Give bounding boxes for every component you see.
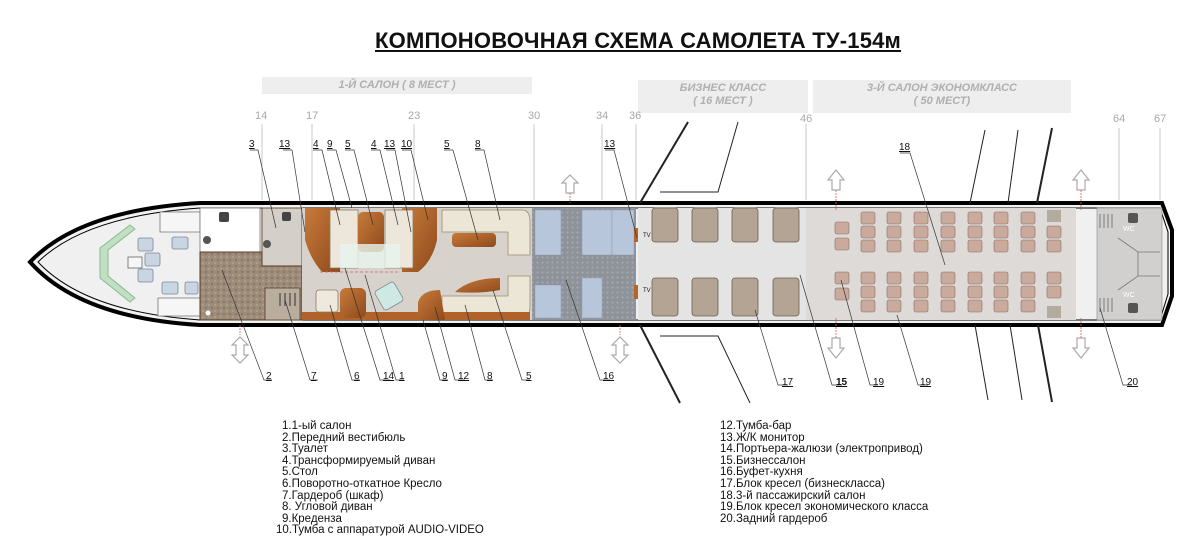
callout-13: 13 — [384, 139, 396, 150]
legend-item: 1.1-ый салон — [282, 420, 352, 432]
callout-6: 6 — [354, 371, 360, 382]
legend-item: 8. Угловой диван — [282, 501, 373, 514]
legend-item: 5.Стол — [282, 466, 318, 479]
callout-18: 18 — [899, 142, 911, 153]
callout-13: 13 — [604, 139, 616, 150]
callout-5: 5 — [345, 139, 351, 150]
legend-item: 18.3-й пассажирский салон — [720, 489, 866, 502]
callout-12: 12 — [458, 371, 470, 382]
legend-item: 15.Бизнессалон — [720, 454, 806, 467]
legend-item: 9.Креденза — [282, 512, 342, 525]
frame-label: 23 — [408, 110, 421, 122]
frame-label: 30 — [528, 110, 541, 122]
legend-item: 20.Задний гардероб — [720, 512, 828, 525]
legend-item: 19.Блок кресел экономического класса — [720, 501, 929, 514]
callout-17: 17 — [782, 377, 794, 388]
legend-item: 4.Трансформируемый диван — [282, 454, 436, 467]
legend-item: 12.Тумба-бар — [720, 420, 792, 432]
callout-16: 16 — [603, 371, 615, 382]
zone-salon1-label: 1-Й САЛОН ( 8 МЕСТ ) — [338, 79, 456, 91]
zone-economy-line2: ( 50 МЕСТ) — [913, 95, 971, 107]
legend-item: 16.Буфет-кухня — [720, 466, 803, 479]
page-title: КОМПОНОВОЧНАЯ СХЕМА САМОЛЕТА ТУ-154м — [375, 28, 902, 53]
callout-15: 15 — [836, 377, 848, 388]
callout-5: 5 — [526, 371, 532, 382]
callout-13: 13 — [279, 139, 291, 150]
zone-business-line2: ( 16 МЕСТ ) — [693, 95, 753, 107]
frame-label: 17 — [306, 110, 319, 122]
callout-4: 4 — [371, 139, 377, 150]
tv-label: TV — [643, 288, 651, 294]
callout-8: 8 — [487, 371, 493, 382]
frame-label: 36 — [629, 110, 642, 122]
legend-item: 13.Ж/К монитор — [720, 431, 805, 444]
callout-19: 19 — [873, 377, 885, 388]
legend-item: 7.Гардероб (шкаф) — [282, 489, 384, 502]
callout-7: 7 — [311, 371, 317, 382]
zone-business: БИЗНЕС КЛАСС ( 16 МЕСТ ) — [638, 80, 808, 113]
legend-item: 14.Портьера-жалюзи (электропривод) — [720, 443, 923, 456]
zone-economy: 3-Й САЛОН ЭКОНОМКЛАСС ( 50 МЕСТ) — [813, 80, 1071, 113]
zone-business-line1: БИЗНЕС КЛАСС — [679, 82, 767, 94]
frame-label: 14 — [255, 110, 268, 122]
zone-salon1: 1-Й САЛОН ( 8 МЕСТ ) — [262, 77, 532, 94]
legend-item: 6.Поворотно-откатное Кресло — [282, 477, 442, 490]
callout-19: 19 — [920, 377, 932, 388]
callout-4: 4 — [313, 139, 319, 150]
frame-label: 67 — [1154, 113, 1167, 125]
callout-8: 8 — [475, 139, 481, 150]
callout-20: 20 — [1127, 377, 1139, 388]
callout-5: 5 — [444, 139, 450, 150]
callout-10: 10 — [401, 139, 413, 150]
legend-item: 17.Блок кресел (бизнескласса) — [720, 477, 885, 490]
legend-item: 2.Передний вестибюль — [282, 431, 406, 444]
callout-9: 9 — [327, 139, 333, 150]
frame-label: 46 — [800, 113, 813, 125]
callout-1: 1 — [399, 371, 405, 382]
frame-label: 64 — [1113, 113, 1126, 125]
wc-label: WC — [1123, 292, 1135, 299]
callout-14: 14 — [383, 371, 395, 382]
callout-3: 3 — [249, 139, 255, 150]
tv-label: TV — [643, 233, 651, 239]
zone-economy-line1: 3-Й САЛОН ЭКОНОМКЛАСС — [867, 82, 1017, 94]
frame-label: 34 — [596, 110, 609, 122]
wc-label: WC — [1123, 226, 1135, 233]
legend-item: 10.Тумба с аппаратурой AUDIO-VIDEO — [276, 524, 484, 537]
legend-item: 3.Туалет — [282, 443, 328, 456]
legend-right: 12.Тумба-бар 13.Ж/К монитор 14.Портьера-… — [720, 420, 929, 525]
legend-left: 1.1-ый салон 2.Передний вестибюль 3.Туал… — [276, 420, 484, 537]
callout-9: 9 — [442, 371, 448, 382]
callout-2: 2 — [266, 371, 272, 382]
